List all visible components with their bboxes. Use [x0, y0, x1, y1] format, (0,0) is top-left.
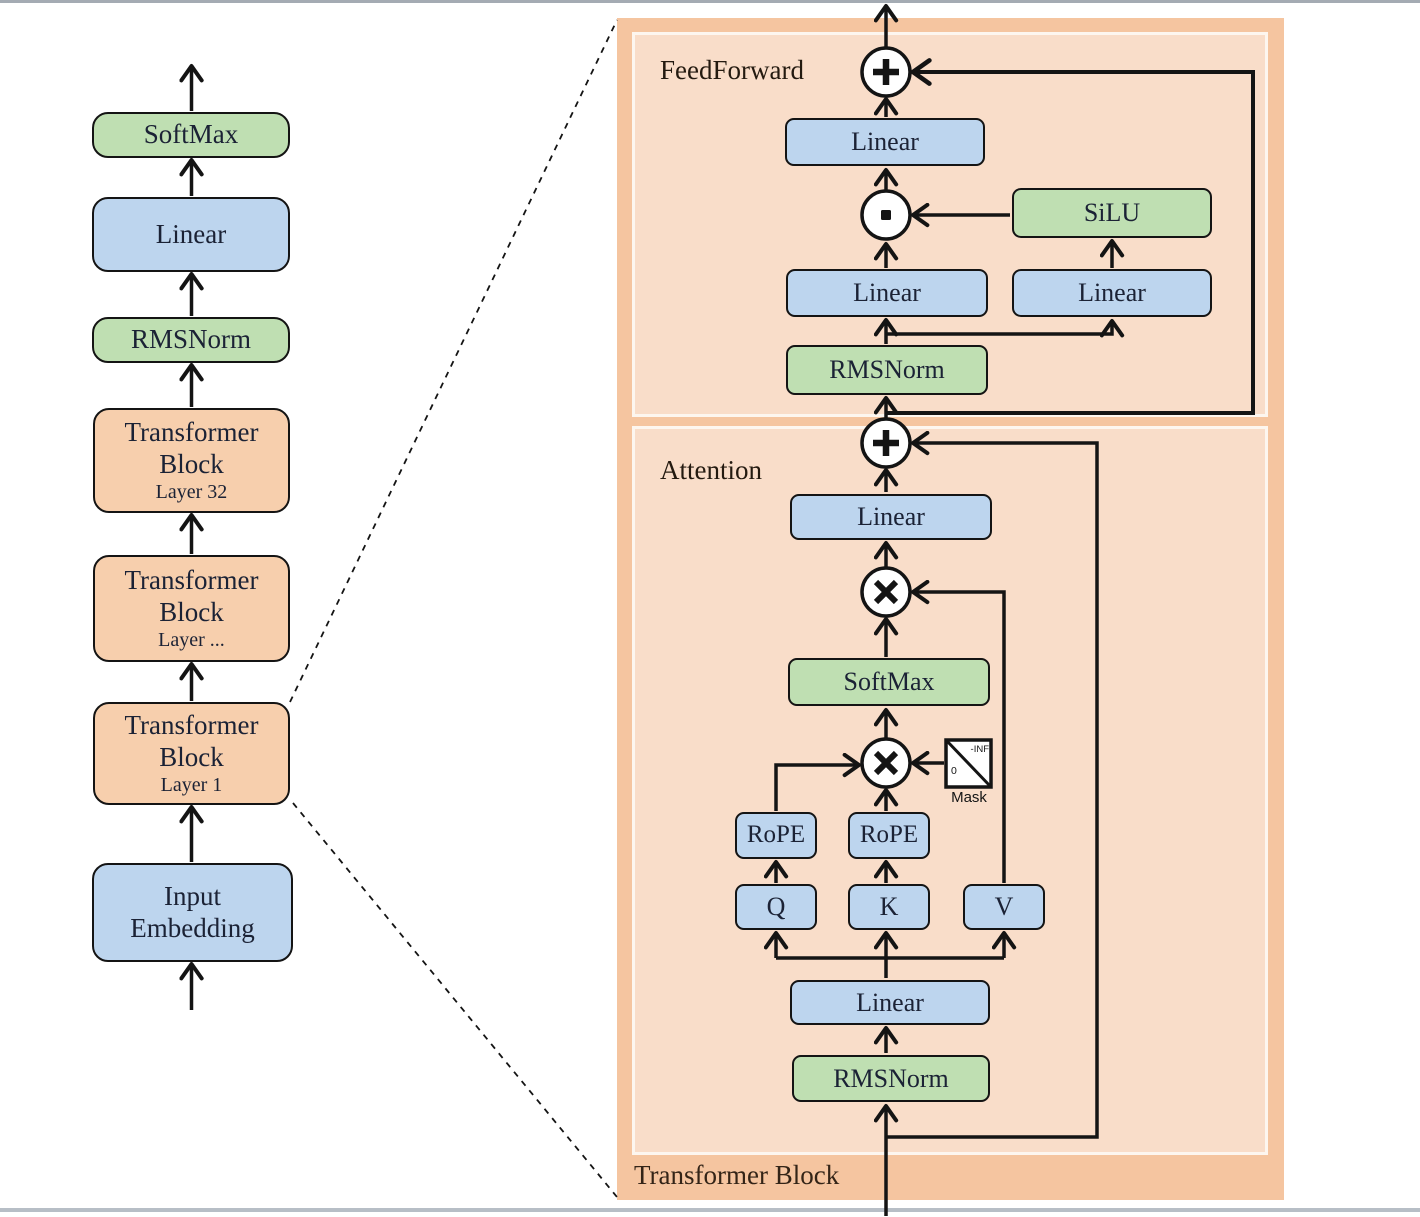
- ff-linear-right-box: Linear: [1012, 269, 1212, 317]
- mask-label: Mask: [951, 789, 987, 806]
- dot-product-circle-icon: [860, 189, 912, 241]
- mask-icon: [944, 738, 993, 789]
- att-linear-in-box: Linear: [790, 980, 990, 1025]
- mask-zero-text: 0: [951, 765, 957, 777]
- matmul-circle-icon-upper: [860, 566, 912, 618]
- att-q-box: Q: [735, 884, 817, 930]
- overview-input-embedding-box: Input Embedding: [92, 863, 293, 962]
- overview-softmax-box: SoftMax: [92, 112, 290, 158]
- attention-arrows: [763, 430, 1099, 1216]
- att-v-box: V: [963, 884, 1045, 930]
- att-softmax-box: SoftMax: [788, 658, 990, 706]
- top-border-line: [0, 0, 1420, 3]
- att-k-box: K: [848, 884, 930, 930]
- overview-rmsnorm-box: RMSNorm: [92, 317, 290, 363]
- att-rope-k-box: RoPE: [848, 812, 930, 859]
- att-rmsnorm-box: RMSNorm: [792, 1055, 990, 1102]
- add-circle-icon-ff: [860, 46, 912, 98]
- overview-transformer-block-dots-box: Transformer Block Layer ...: [93, 555, 290, 662]
- ff-linear-out-box: Linear: [785, 118, 985, 166]
- ff-silu-box: SiLU: [1012, 188, 1212, 238]
- attention-label: Attention: [660, 455, 762, 485]
- add-circle-icon-att: [860, 417, 912, 469]
- matmul-circle-icon-lower: [860, 737, 912, 789]
- ff-rmsnorm-box: RMSNorm: [786, 345, 988, 395]
- overview-transformer-block-32-box: Transformer Block Layer 32: [93, 408, 290, 513]
- mask-neg-inf-text: -INF: [970, 744, 989, 755]
- feedforward-arrows: [873, 3, 1255, 418]
- attention-panel: [632, 426, 1268, 1155]
- overview-linear-box: Linear: [92, 197, 290, 272]
- ff-linear-left-box: Linear: [786, 269, 988, 317]
- att-linear-out-box: Linear: [790, 494, 992, 540]
- overview-transformer-block-1-box: Transformer Block Layer 1: [93, 702, 290, 805]
- att-rope-q-box: RoPE: [735, 812, 817, 859]
- bottom-border-line: [0, 1208, 1420, 1212]
- feedforward-label: FeedForward: [660, 55, 804, 85]
- zoom-guide-dashed-lines: [289, 19, 618, 1198]
- transformer-block-label: Transformer Block: [634, 1160, 840, 1190]
